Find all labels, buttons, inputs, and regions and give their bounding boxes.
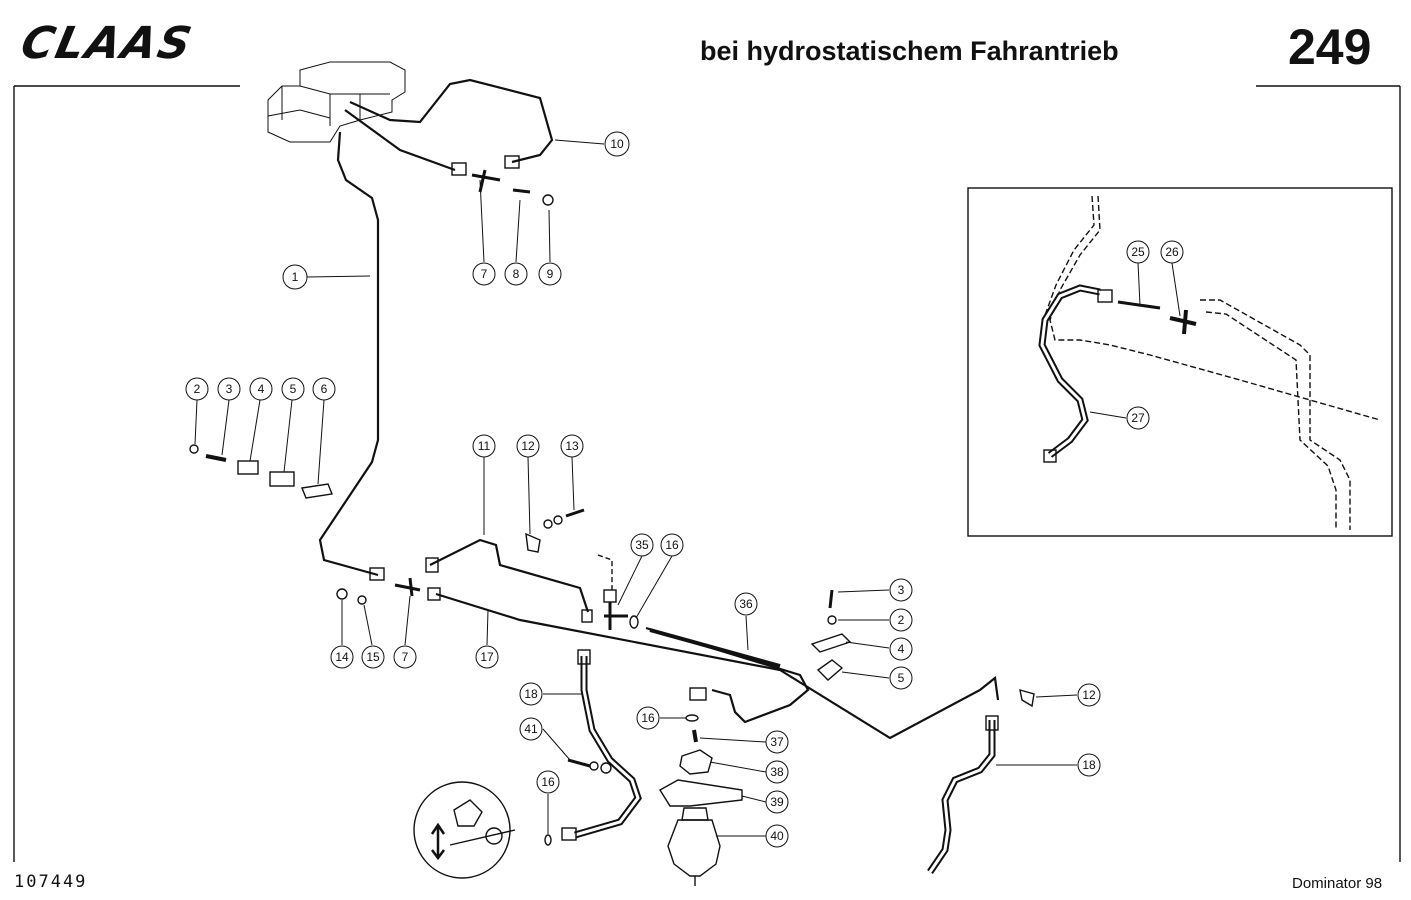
callout-16: 16	[665, 538, 679, 552]
valve-block	[267, 61, 406, 143]
callout-38: 38	[770, 765, 784, 779]
callout-5b: 5	[898, 671, 905, 685]
washer-15	[357, 595, 367, 605]
callout-39: 39	[770, 795, 784, 809]
callout-37: 37	[770, 735, 784, 749]
callout-1: 1	[292, 270, 299, 284]
line-36	[645, 626, 810, 724]
callout-16c: 16	[541, 775, 555, 789]
dashed-pipe	[597, 554, 613, 590]
bracket-12b	[1019, 689, 1035, 708]
callout-41: 41	[524, 722, 538, 736]
callout-25: 25	[1131, 245, 1145, 259]
bolt-3	[205, 454, 227, 462]
callout-2b: 2	[898, 613, 905, 627]
callout-6: 6	[321, 382, 328, 396]
callout-8: 8	[513, 267, 520, 281]
callout-3b: 3	[898, 583, 905, 597]
line-10	[344, 78, 554, 172]
callouts: 1 2 3 4 5 6 7 8 9 10 11 12 13 14 15 7 17…	[185, 131, 1184, 848]
hose-18b	[927, 720, 996, 874]
callout-13: 13	[565, 439, 579, 453]
callout-14: 14	[335, 650, 349, 664]
clamp-4	[237, 460, 259, 475]
detail-circle	[413, 781, 511, 879]
callout-16b: 16	[641, 711, 655, 725]
callout-10: 10	[610, 137, 624, 151]
clamp-5b	[816, 659, 844, 681]
callout-35: 35	[635, 538, 649, 552]
page-number: 249	[1288, 19, 1372, 75]
page-title: bei hydrostatischem Fahrantrieb	[700, 36, 1119, 66]
callout-12b: 12	[1082, 688, 1096, 702]
bracket-12	[525, 532, 541, 553]
callout-18b: 18	[1082, 758, 1096, 772]
callout-15: 15	[366, 650, 380, 664]
callout-4b: 4	[898, 642, 905, 656]
callout-17: 17	[480, 650, 494, 664]
callout-7: 7	[481, 267, 488, 281]
callout-4: 4	[258, 382, 265, 396]
callout-26: 26	[1165, 245, 1179, 259]
callout-36: 36	[739, 597, 753, 611]
callout-40: 40	[770, 829, 784, 843]
inset-diagram	[1038, 195, 1381, 530]
model-name: Dominator 98	[1292, 875, 1383, 892]
line-11	[429, 538, 590, 613]
drawing-number: 107449	[14, 872, 88, 892]
nut-2	[189, 444, 199, 454]
clamp-5	[269, 471, 295, 487]
callout-2: 2	[194, 382, 201, 396]
nut-38	[679, 749, 713, 775]
callout-12: 12	[521, 439, 535, 453]
callout-7b: 7	[402, 650, 409, 664]
callout-18: 18	[524, 687, 538, 701]
clamp-4b	[810, 633, 852, 653]
line-1	[318, 131, 380, 577]
fitting-top	[451, 162, 467, 176]
accumulator-40	[667, 819, 721, 877]
line-17	[435, 592, 1000, 740]
callout-3: 3	[226, 382, 233, 396]
callout-27: 27	[1131, 411, 1145, 425]
inset-frame	[967, 187, 1393, 537]
callout-11: 11	[478, 439, 491, 453]
bracket-39	[659, 779, 743, 807]
callout-9: 9	[547, 267, 554, 281]
nut-14	[336, 588, 348, 600]
plate-6	[301, 483, 333, 499]
callout-5: 5	[290, 382, 297, 396]
